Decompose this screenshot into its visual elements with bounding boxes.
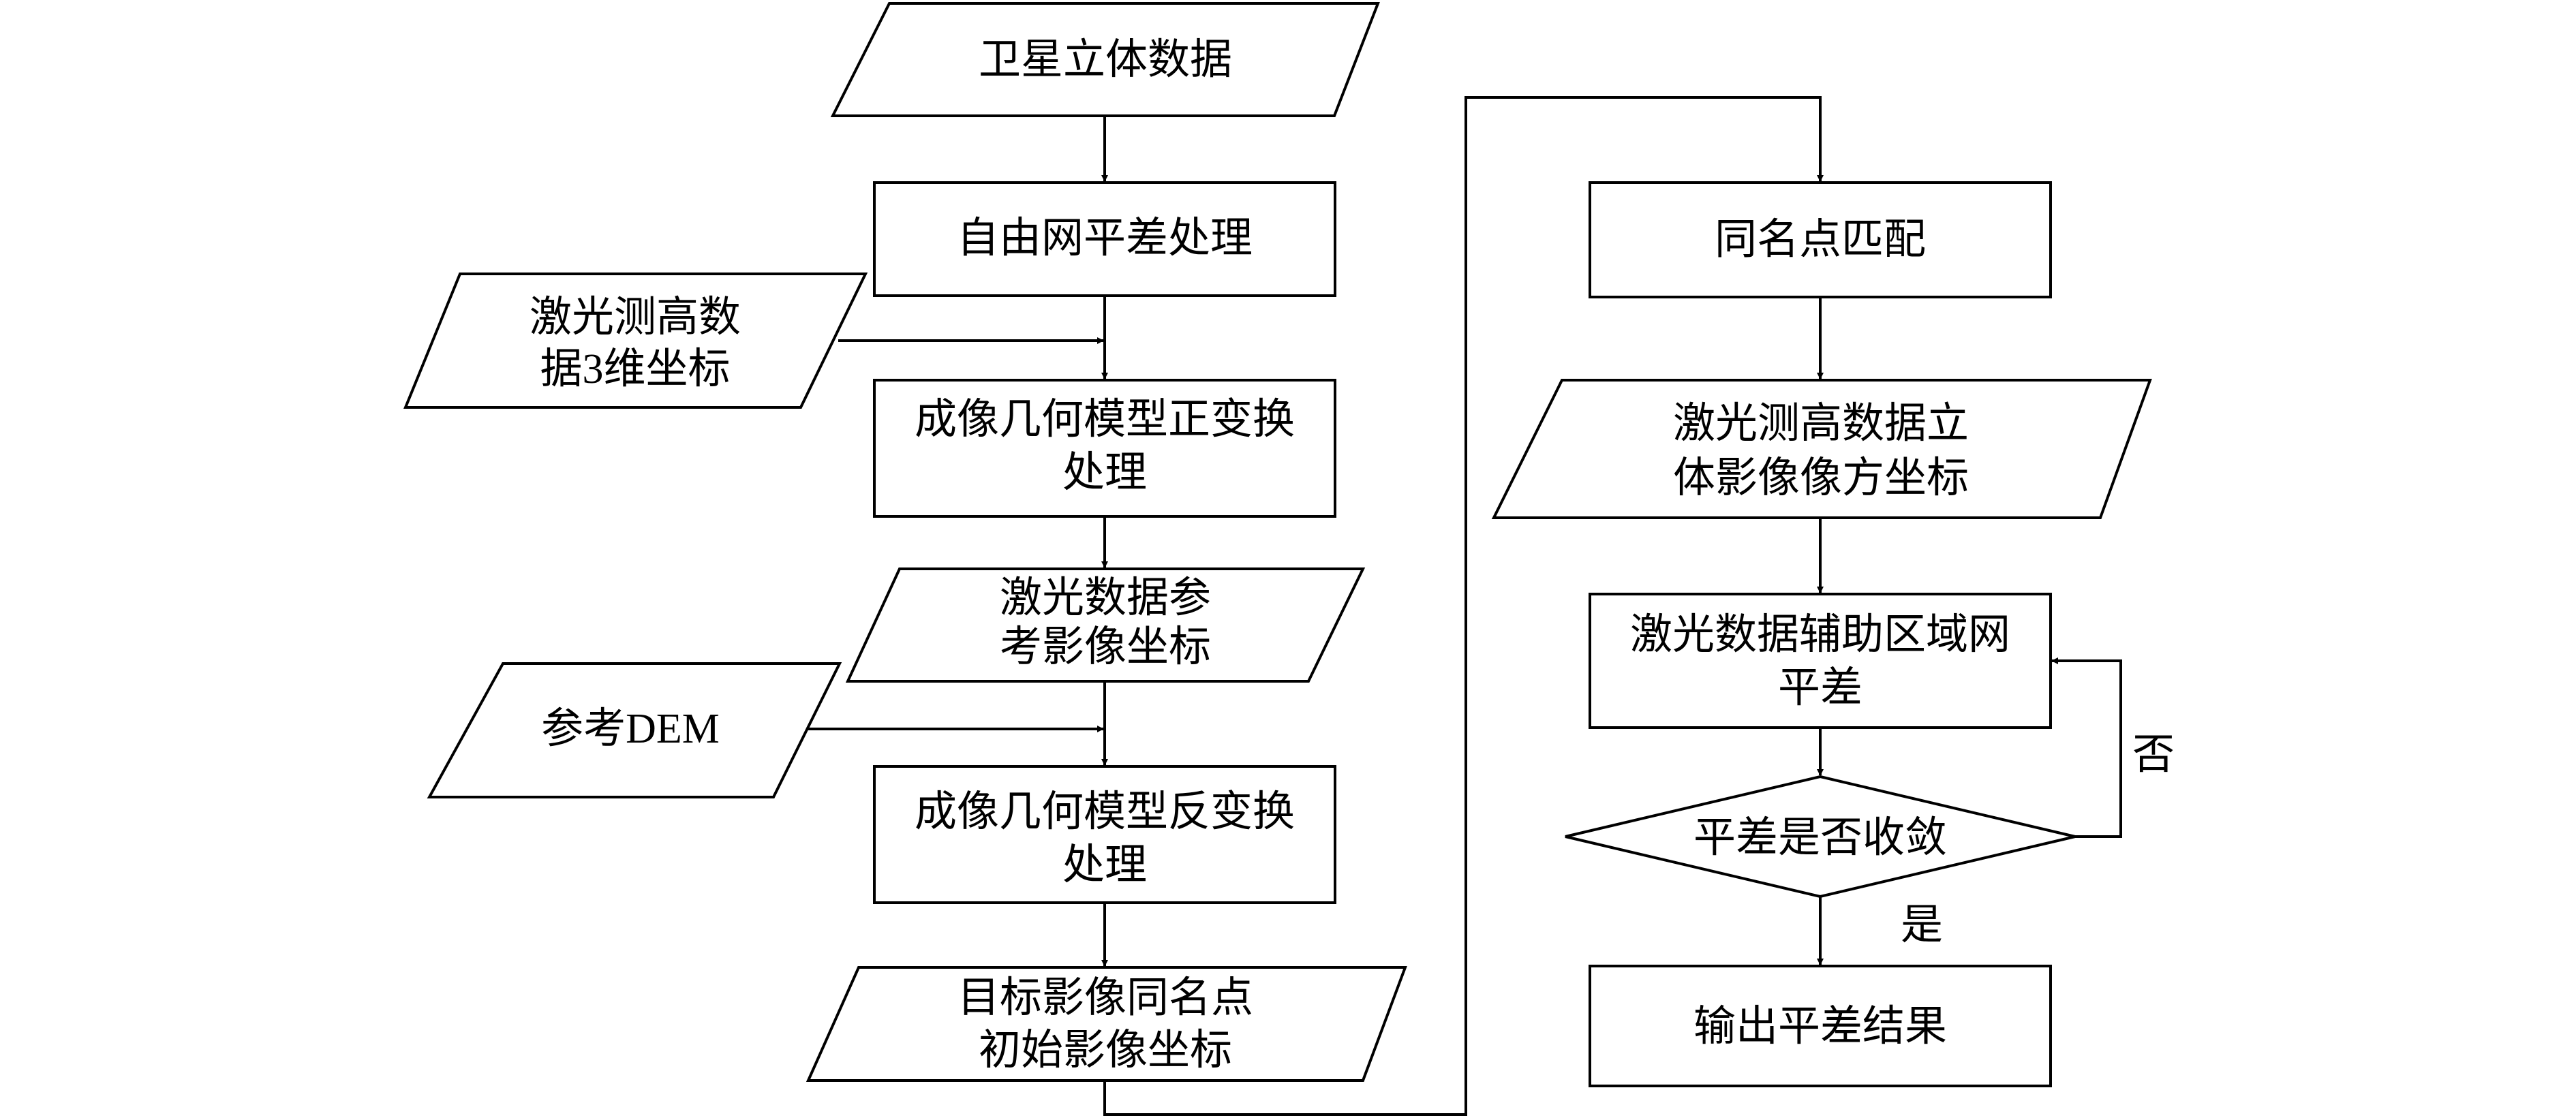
svg-text:体影像像方坐标: 体影像像方坐标: [1673, 455, 1969, 501]
edge-target-to-tie-match: [1103, 96, 1824, 1116]
svg-text:激光数据参: 激光数据参: [1000, 575, 1211, 621]
svg-text:考影像坐标: 考影像坐标: [1000, 624, 1211, 670]
node-laser-3d-coords: 激光测高数 据3维坐标: [403, 273, 868, 409]
node-output-result: 输出平差结果: [1589, 965, 2052, 1087]
svg-text:同名点匹配: 同名点匹配: [1715, 217, 1926, 263]
edge-decision-no-loop: [2051, 657, 2122, 838]
node-laser-assisted-adjust: 激光数据辅助区域网 平差: [1589, 593, 2052, 729]
svg-text:平差: 平差: [1778, 665, 1862, 711]
svg-text:参考DEM: 参考DEM: [541, 706, 720, 752]
svg-text:激光测高数: 激光测高数: [530, 294, 741, 341]
svg-text:激光数据辅助区域网: 激光数据辅助区域网: [1630, 612, 2010, 658]
svg-text:据3维坐标: 据3维坐标: [540, 346, 730, 392]
svg-text:输出平差结果: 输出平差结果: [1693, 1004, 1947, 1050]
svg-text:平差是否收敛: 平差是否收敛: [1693, 815, 1947, 861]
svg-text:成像几何模型正变换: 成像几何模型正变换: [915, 396, 1295, 443]
svg-text:自由网平差处理: 自由网平差处理: [957, 215, 1253, 262]
node-laser-ref-coords: 激光数据参 考影像坐标: [845, 567, 1366, 683]
svg-text:卫星立体数据: 卫星立体数据: [979, 37, 1232, 83]
node-ref-dem: 参考DEM: [427, 662, 842, 798]
node-inverse-transform: 成像几何模型反变换 处理: [873, 765, 1336, 904]
node-target-initial-coords: 目标影像同名点 初始影像坐标: [806, 966, 1407, 1082]
svg-text:成像几何模型反变换: 成像几何模型反变换: [915, 789, 1295, 835]
node-forward-transform: 成像几何模型正变换 处理: [873, 379, 1336, 518]
label-no: 否: [2132, 732, 2175, 778]
node-tie-point-match: 同名点匹配: [1589, 181, 2052, 298]
svg-text:初始影像坐标: 初始影像坐标: [979, 1027, 1232, 1074]
node-converged-decision: 平差是否收敛: [1565, 775, 2076, 899]
node-free-network-adjust: 自由网平差处理: [873, 181, 1336, 297]
svg-text:处理: 处理: [1062, 450, 1147, 496]
svg-text:目标影像同名点: 目标影像同名点: [957, 975, 1253, 1021]
node-satellite-data: 卫星立体数据: [830, 1, 1380, 117]
node-laser-stereo-coords: 激光测高数据立 体影像像方坐标: [1491, 379, 2152, 519]
svg-text:处理: 处理: [1062, 842, 1147, 888]
svg-text:激光测高数据立: 激光测高数据立: [1673, 401, 1969, 447]
label-yes: 是: [1901, 902, 1943, 948]
